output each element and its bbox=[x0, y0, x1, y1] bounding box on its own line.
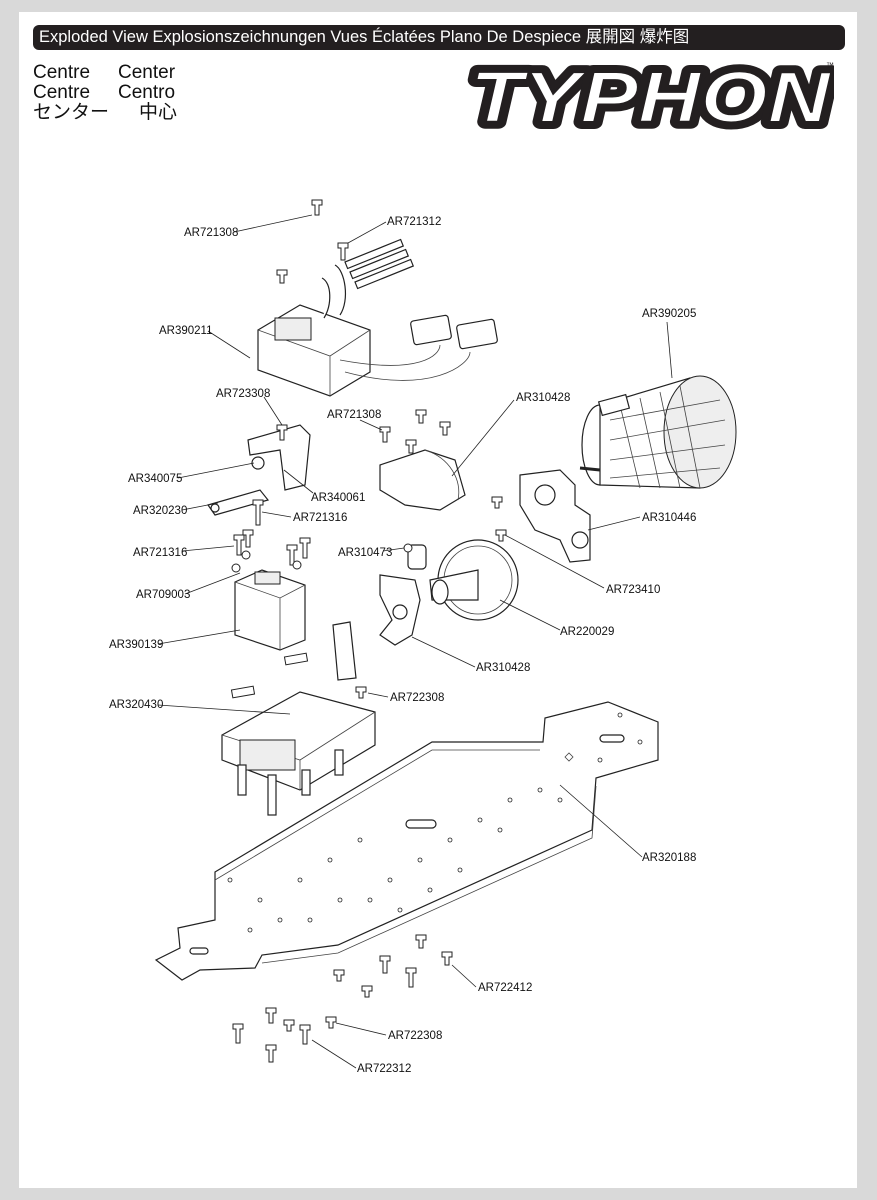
label-ar310428-a: AR310428 bbox=[516, 392, 570, 404]
leader-lines bbox=[157, 214, 673, 1069]
section-label-en: Centre bbox=[33, 62, 91, 83]
logo-trademark: ™ bbox=[826, 61, 834, 70]
gear-cover bbox=[379, 449, 466, 511]
servo-saver bbox=[247, 424, 311, 491]
label-ar310473: AR310473 bbox=[338, 547, 392, 559]
part-labels: AR721308 AR721312 AR390211 AR390205 AR72… bbox=[109, 216, 696, 1075]
exploded-diagram: AR721308 AR721312 AR390211 AR390205 AR72… bbox=[109, 199, 737, 1075]
motor-mount bbox=[519, 469, 591, 563]
esc-unit bbox=[257, 238, 498, 397]
label-ar723308: AR723308 bbox=[216, 388, 270, 400]
typhon-logo: TYPHON TYPHON ™ bbox=[463, 56, 834, 136]
label-ar310428-b: AR310428 bbox=[476, 662, 530, 674]
section-label-zh: 中心 bbox=[139, 102, 178, 123]
logo-text: TYPHON bbox=[470, 58, 832, 136]
label-ar340075: AR340075 bbox=[128, 473, 182, 485]
label-ar722308-a: AR722308 bbox=[390, 692, 444, 704]
chassis-plate bbox=[154, 701, 659, 981]
receiver-box bbox=[221, 621, 376, 816]
label-ar390211: AR390211 bbox=[159, 325, 213, 337]
label-ar310446: AR310446 bbox=[642, 512, 696, 524]
servo bbox=[234, 569, 306, 651]
chassis-holes bbox=[227, 712, 643, 933]
label-ar723410: AR723410 bbox=[606, 584, 660, 596]
manual-page: Exploded View Explosionszeichnungen Vues… bbox=[19, 12, 857, 1188]
screws bbox=[230, 199, 507, 1063]
label-ar709003: AR709003 bbox=[136, 589, 190, 601]
spur-gear-diff bbox=[407, 539, 519, 621]
label-ar320188: AR320188 bbox=[642, 852, 696, 864]
diff-mount bbox=[379, 574, 421, 646]
section-label-fr: Centre bbox=[33, 82, 91, 103]
servo-link bbox=[207, 489, 270, 516]
label-ar390139: AR390139 bbox=[109, 639, 163, 651]
label-ar220029: AR220029 bbox=[560, 626, 614, 638]
section-label-us: Center bbox=[118, 62, 176, 83]
label-ar721308-b: AR721308 bbox=[327, 409, 381, 421]
section-label-es: Centro bbox=[118, 82, 176, 103]
label-ar340061: AR340061 bbox=[311, 492, 365, 504]
label-ar390205: AR390205 bbox=[642, 308, 696, 320]
label-ar721316-a: AR721316 bbox=[293, 512, 347, 524]
label-ar721312-a: AR721312 bbox=[387, 216, 441, 228]
label-ar722312: AR722312 bbox=[357, 1063, 411, 1075]
logo-outline: TYPHON bbox=[470, 58, 832, 136]
label-ar722412: AR722412 bbox=[478, 982, 532, 994]
motor bbox=[579, 375, 737, 489]
section-label-ja: センター bbox=[33, 102, 110, 123]
label-ar721308-a: AR721308 bbox=[184, 227, 238, 239]
label-ar722308-b: AR722308 bbox=[388, 1030, 442, 1042]
title-bar: Exploded View Explosionszeichnungen Vues… bbox=[33, 25, 845, 50]
label-ar320230: AR320230 bbox=[133, 505, 187, 517]
label-ar320430: AR320430 bbox=[109, 699, 163, 711]
label-ar721316-b: AR721316 bbox=[133, 547, 187, 559]
